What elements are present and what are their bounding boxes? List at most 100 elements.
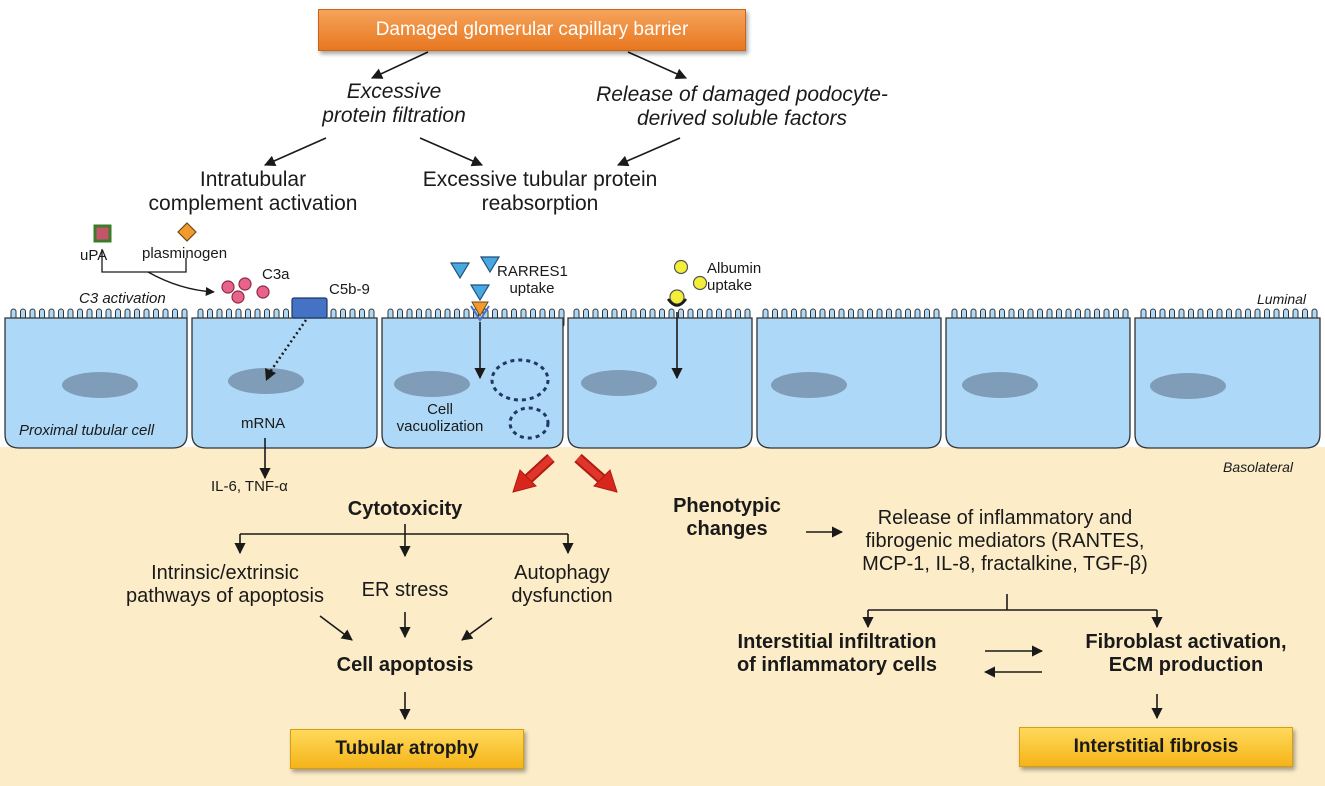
c3a-icon: [221, 277, 270, 304]
red-arrow-right: [574, 453, 618, 493]
complement-activation-line2: complement activation: [148, 192, 358, 216]
upa-icon: [93, 224, 112, 243]
rarres1-line1: RARRES1: [497, 263, 568, 280]
mediators-line3: MCP-1, IL-8, fractalkine, TGF-β): [862, 553, 1148, 575]
cell-body: [1134, 317, 1321, 449]
nucleus-icon: [62, 372, 138, 398]
cell-apoptosis-label: Cell apoptosis: [336, 654, 474, 676]
apoptosis-pathways-label: Intrinsic/extrinsic pathways of apoptosi…: [110, 562, 340, 608]
infiltration-line2: of inflammatory cells: [736, 654, 938, 676]
vacuolization-line2: vacuolization: [396, 418, 484, 436]
mediators-line1: Release of inflammatory and: [877, 507, 1133, 529]
c3a-label: C3a: [262, 266, 290, 283]
proximal-tubular-cell: [191, 308, 378, 449]
arrow-pathways-to-apoptosis: [319, 615, 353, 641]
tubular-reabsorption-label: Excessive tubular protein reabsorption: [405, 168, 675, 216]
nucleus-icon: [771, 372, 847, 398]
vacuolization-line1: Cell: [427, 401, 453, 418]
arrow-barrier-to-filtration: [370, 51, 429, 79]
cell-body: [945, 317, 1131, 449]
cytokines-label: IL-6, TNF-α: [211, 478, 288, 495]
basolateral-label: Basolateral: [1223, 459, 1294, 475]
rarres1-uptake-label: RARRES1 uptake: [497, 263, 568, 298]
albumin-line2: uptake: [707, 277, 753, 295]
complement-activation-label: Intratubular complement activation: [140, 168, 366, 216]
plasminogen-label: plasminogen: [142, 245, 228, 262]
diagram-arrows: [234, 51, 1163, 721]
proximal-tubular-cell: [381, 308, 565, 449]
fibroblast-activation-label: Fibroblast activation, ECM production: [1055, 631, 1317, 677]
podocyte-factors-label: Release of damaged podocyte- derived sol…: [557, 83, 927, 131]
tubular-atrophy-label: Tubular atrophy: [335, 738, 479, 759]
phenotypic-line2: changes: [686, 518, 768, 540]
interstitial-infiltration-label: Interstitial infiltration of inflammator…: [712, 631, 962, 677]
tubular-reabsorption-line1: Excessive tubular protein: [422, 168, 658, 191]
proximal-tubular-cell: [945, 308, 1131, 449]
apoptosis-pathways-line1: Intrinsic/extrinsic: [151, 562, 299, 584]
infiltration-line1: Interstitial infiltration: [737, 631, 937, 653]
complement-activation-line1: Intratubular: [199, 168, 307, 191]
tubular-atrophy-box: Tubular atrophy: [290, 729, 524, 769]
c5b9-icon: [291, 297, 328, 319]
proximal-tubular-cell: [756, 308, 942, 449]
autophagy-label: Autophagy dysfunction: [482, 562, 642, 608]
rarres1-icon: [449, 256, 501, 302]
c3-activation-label: C3 activation: [79, 290, 166, 307]
c5b9-label: C5b-9: [329, 281, 370, 298]
albumin-uptake-label: Albumin uptake: [707, 260, 761, 295]
nucleus-icon: [1150, 373, 1226, 399]
mediators-branch-line: [868, 594, 1157, 611]
proximal-tubular-cell: [567, 308, 753, 449]
autophagy-line2: dysfunction: [511, 585, 613, 607]
podocyte-factors-line1: Release of damaged podocyte-: [596, 83, 888, 106]
rarres1-line2: uptake: [509, 280, 555, 298]
mediators-line2: fibrogenic mediators (RANTES,: [865, 530, 1145, 552]
red-arrow-left: [512, 453, 555, 493]
rarres1-receptor-icon: [471, 301, 489, 318]
upa-plasminogen-connector: [101, 249, 187, 273]
nucleus-icon: [581, 370, 657, 396]
damaged-barrier-box: Damaged glomerular capillary barrier: [318, 9, 746, 51]
albumin-receptor-icon: [666, 298, 688, 307]
c3-activation-arrow: [147, 271, 215, 297]
interstitial-fibrosis-label: Interstitial fibrosis: [1073, 736, 1239, 757]
arrow-barrier-to-podocyte: [627, 51, 688, 79]
phenotypic-changes-label: Phenotypic changes: [662, 495, 792, 541]
cytotoxicity-label: Cytotoxicity: [347, 498, 463, 520]
albumin-line1: Albumin: [707, 260, 762, 277]
tubular-cell-row: [4, 308, 1321, 449]
upa-label: uPA: [80, 247, 108, 264]
cell-vacuolization-label: Cell vacuolization: [390, 401, 490, 436]
plasminogen-icon: [177, 222, 197, 242]
arrow-podocyte-to-reabsorption: [616, 137, 681, 167]
excessive-filtration-label: Excessive protein filtration: [314, 80, 474, 128]
mrna-label: mRNA: [241, 415, 286, 432]
albumin-icon: [673, 259, 708, 291]
mediators-label: Release of inflammatory and fibrogenic m…: [830, 507, 1180, 576]
c5b9-arrowhead: [265, 368, 276, 381]
fibroblast-line1: Fibroblast activation,: [1085, 631, 1287, 653]
er-stress-label: ER stress: [361, 579, 449, 601]
cell-body: [756, 317, 942, 449]
podocyte-factors-line2: derived soluble factors: [636, 107, 848, 131]
vacuole-icon: [490, 358, 550, 402]
albumin-bound-icon: [669, 289, 685, 305]
cell-body: [381, 317, 564, 449]
fibroblast-line2: ECM production: [1108, 654, 1264, 676]
arrow-filtration-to-reabsorption: [419, 137, 484, 167]
damaged-barrier-label: Damaged glomerular capillary barrier: [375, 19, 689, 40]
excessive-filtration-line1: Excessive: [346, 80, 442, 103]
autophagy-line1: Autophagy: [514, 562, 610, 584]
proximal-tubular-cell: [1134, 308, 1321, 449]
rarres1-chevron-icon: [470, 305, 490, 322]
excessive-filtration-line2: protein filtration: [322, 104, 466, 128]
apoptosis-pathways-line2: pathways of apoptosis: [126, 585, 324, 607]
c5b9-dotted-arrow: [268, 319, 308, 373]
nucleus-icon: [962, 372, 1038, 398]
proximal-tubular-cell: [4, 308, 188, 449]
tubular-reabsorption-line2: reabsorption: [481, 192, 599, 216]
arrow-filtration-to-complement: [263, 137, 327, 167]
phenotypic-line1: Phenotypic: [673, 495, 781, 517]
